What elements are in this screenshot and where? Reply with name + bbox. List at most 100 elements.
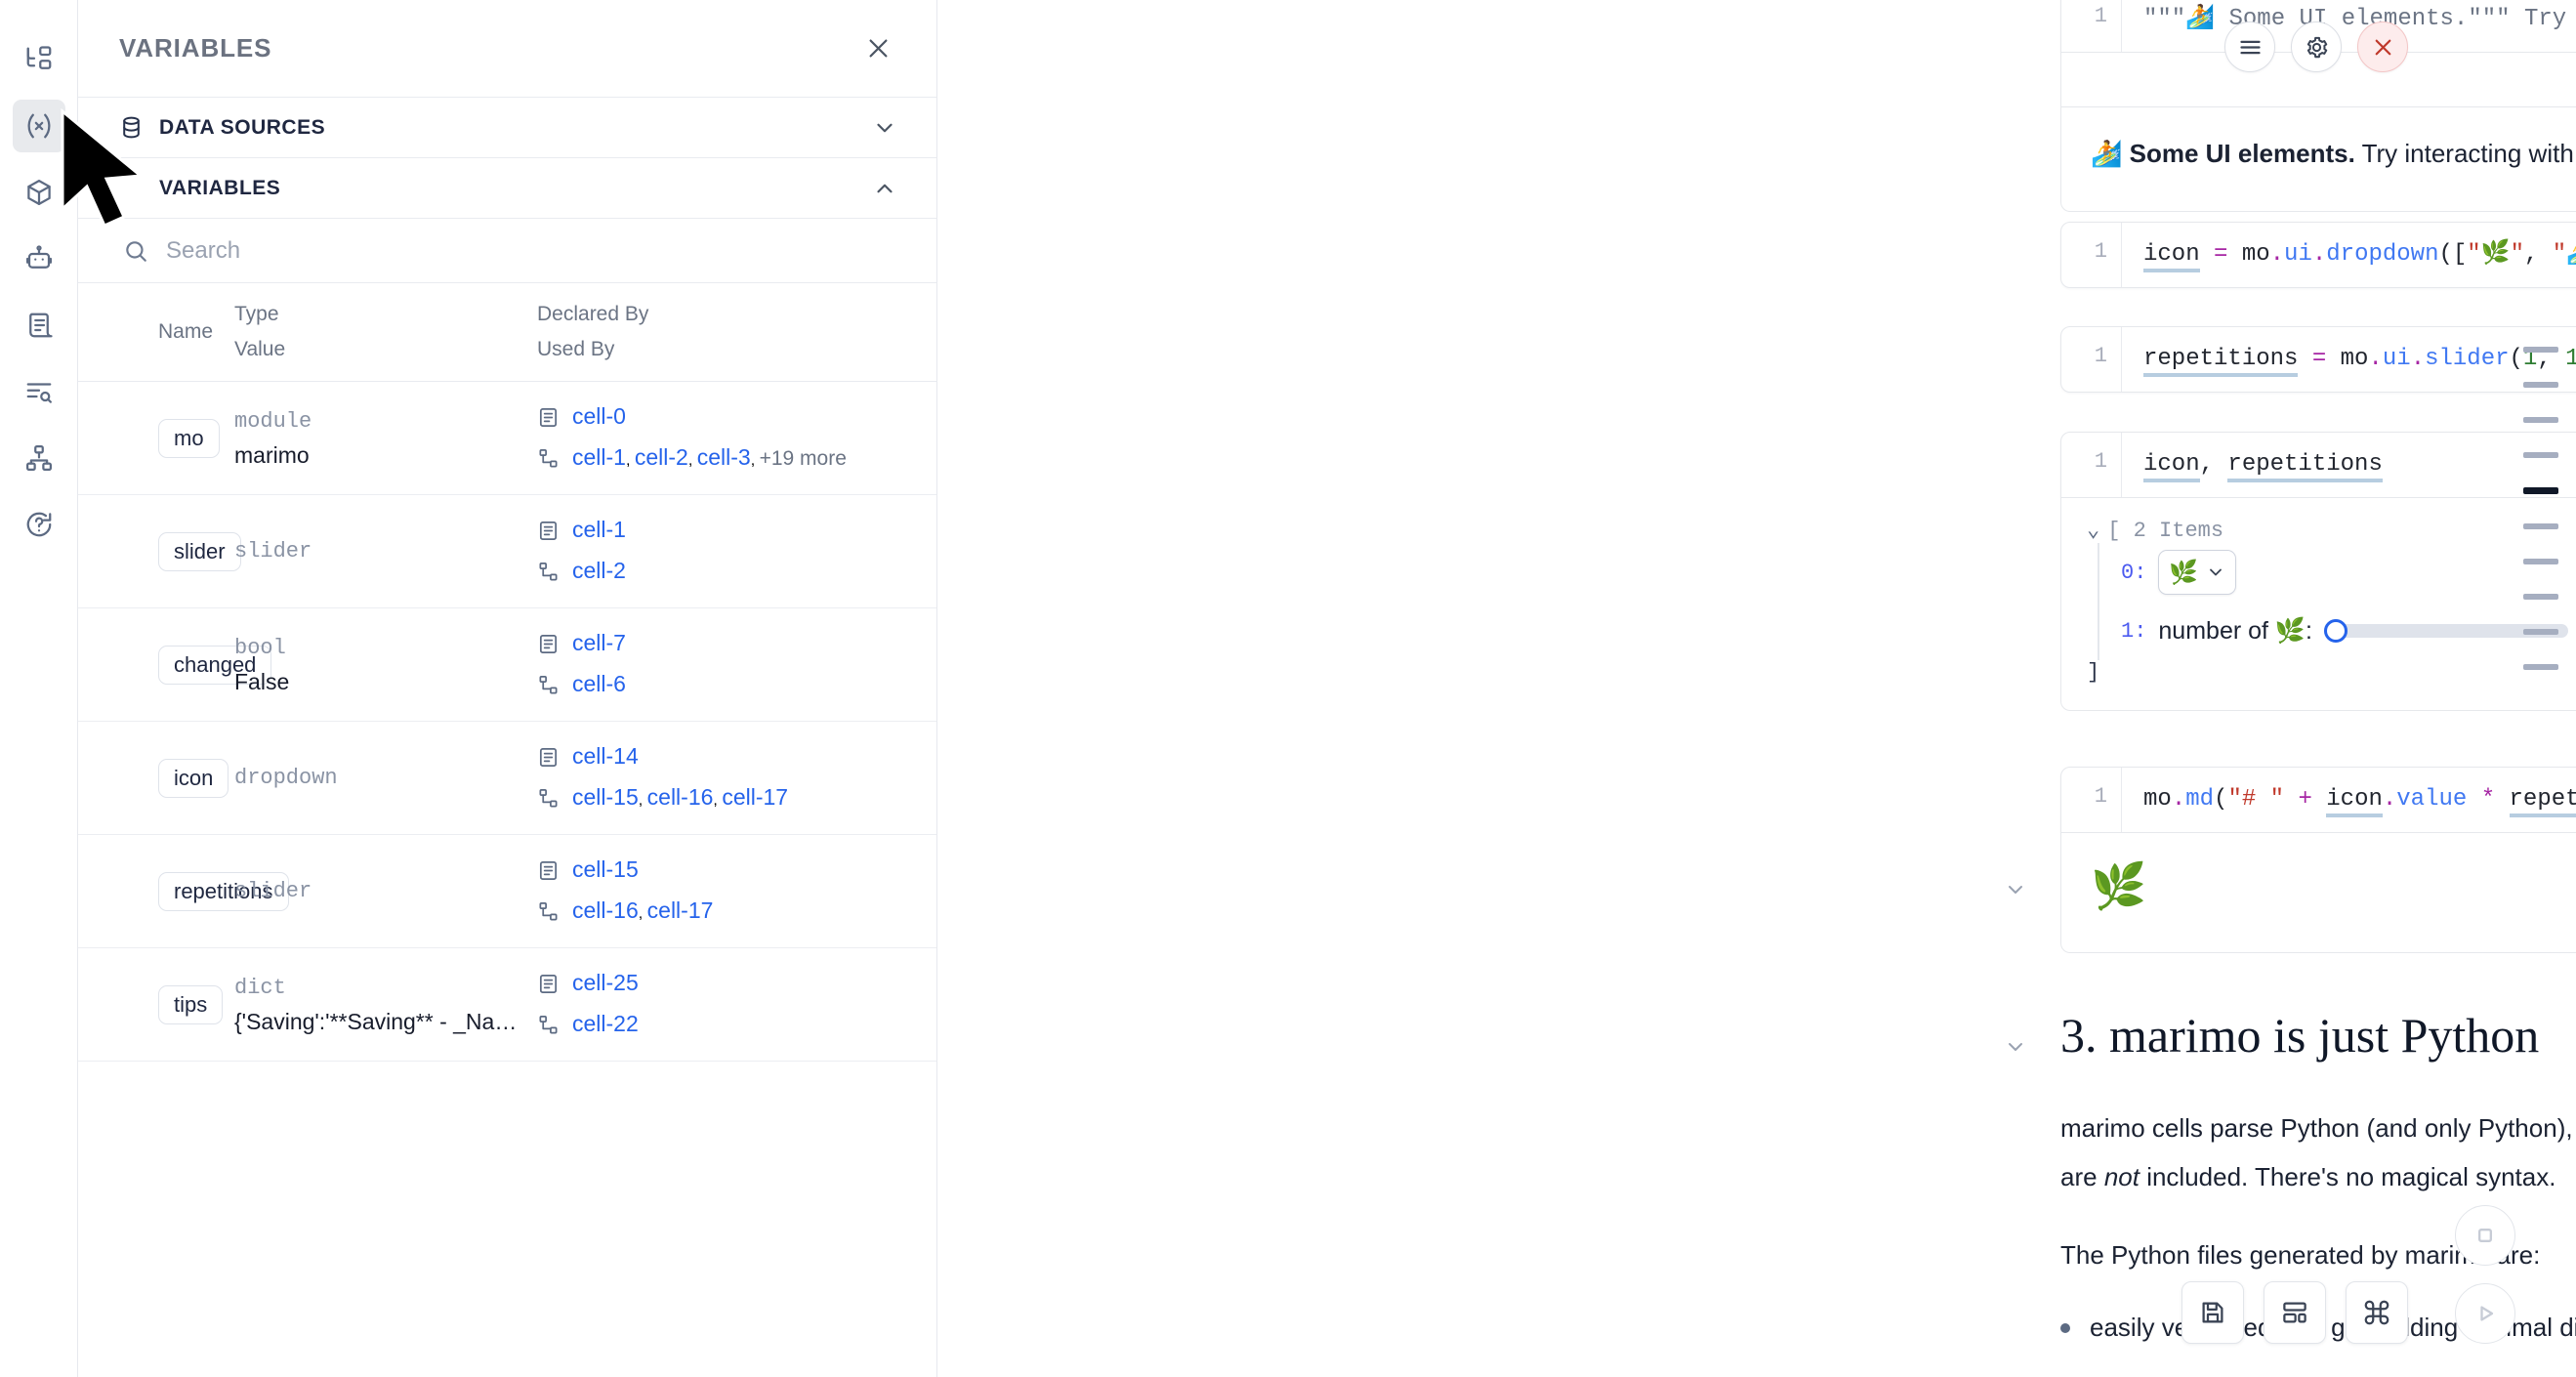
cell-menu-button[interactable] <box>2224 21 2275 72</box>
cell-controls <box>2224 21 2408 72</box>
code-editor[interactable]: 1 icon = mo.ui.dropdown(["🌿", "🏄", "✨"],… <box>2060 222 2576 288</box>
markdown-bold: Some UI elements. <box>2129 139 2355 168</box>
cell-link[interactable]: cell-2 <box>634 443 688 470</box>
layout-button[interactable] <box>2264 1281 2326 1344</box>
section-variables[interactable]: VARIABLES <box>78 158 936 219</box>
variable-name-chip[interactable]: changed <box>158 645 272 685</box>
minimap-bar[interactable] <box>2523 487 2558 494</box>
cell-link[interactable]: cell-0 <box>572 402 626 429</box>
chevron-down-icon[interactable] <box>1998 1029 2033 1064</box>
code-text: repetitions = mo.ui.slider(1, 16, label=… <box>2122 327 2576 392</box>
variable-name-chip[interactable]: icon <box>158 758 229 798</box>
variable-value: {'Saving':'**Saving** - _Na… <box>234 1008 518 1034</box>
slider-label: number of 🌿: <box>2158 616 2312 645</box>
dropdown-value: 🌿 <box>2169 559 2199 586</box>
minimap[interactable] <box>2523 347 2558 670</box>
section-data-sources[interactable]: DATA SOURCES <box>78 98 936 158</box>
sidebar-item-file-explorer[interactable] <box>13 33 65 86</box>
sidebar-item-help[interactable] <box>13 498 65 551</box>
repetitions-slider[interactable] <box>2324 619 2568 643</box>
minimap-bar[interactable] <box>2523 664 2558 670</box>
close-icon[interactable] <box>858 29 897 68</box>
declared-by-line: cell-15 <box>537 851 921 892</box>
minimap-bar[interactable] <box>2523 559 2558 564</box>
cell-link[interactable]: cell-15 <box>572 783 639 810</box>
sidebar-item-outline[interactable] <box>13 365 65 418</box>
cell-link[interactable]: cell-7 <box>572 629 626 655</box>
variable-name-chip[interactable]: tips <box>158 984 224 1024</box>
tree-items: 0: 🌿 1: number of 🌿: <box>2098 543 2576 660</box>
used-by-more[interactable]: +19 more <box>759 446 847 470</box>
command-palette-button[interactable] <box>2346 1281 2408 1344</box>
declared-by-line: cell-14 <box>537 737 921 778</box>
used-by-line: cell-22 <box>537 1005 921 1046</box>
cell-link[interactable]: cell-16 <box>646 783 714 810</box>
chevron-up-icon[interactable] <box>872 176 897 201</box>
variable-name-chip[interactable]: repetitions <box>158 871 289 911</box>
minimap-bar[interactable] <box>2523 347 2558 353</box>
chevron-down-icon[interactable]: ⌄ <box>2087 519 2100 543</box>
code-editor[interactable]: 1 repetitions = mo.ui.slider(1, 16, labe… <box>2060 326 2576 393</box>
chevron-down-icon[interactable] <box>872 115 897 141</box>
cell-link[interactable]: cell-3 <box>696 443 751 470</box>
sidebar-item-scratchpad[interactable] <box>13 299 65 352</box>
column-header-name: Name <box>158 320 214 343</box>
code-editor[interactable]: 1 icon, repetitions <box>2060 432 2576 498</box>
sidebar-item-variables[interactable] <box>12 100 65 152</box>
variable-value: False <box>234 668 290 694</box>
declared-by-line: cell-0 <box>537 397 921 438</box>
cell-link[interactable]: cell-15 <box>572 855 639 882</box>
markdown-rest: Try interacting with the below elements. <box>2361 139 2576 168</box>
used-by-icon <box>537 900 560 923</box>
cell-link[interactable]: cell-14 <box>572 742 639 769</box>
cell-link[interactable]: cell-1 <box>572 516 626 542</box>
variable-name-chip[interactable]: mo <box>158 418 220 458</box>
run-button[interactable] <box>2455 1283 2515 1344</box>
minimap-bar[interactable] <box>2523 594 2558 600</box>
cell-link[interactable]: cell-25 <box>572 969 639 995</box>
declared-by-line: cell-25 <box>537 964 921 1005</box>
minimap-bar[interactable] <box>2523 629 2558 635</box>
used-by-line: cell-15, cell-16, cell-17 <box>537 778 921 819</box>
search-input[interactable] <box>166 236 897 265</box>
line-number: 1 <box>2061 433 2122 497</box>
stop-button[interactable] <box>2455 1205 2515 1266</box>
sidebar-item-chat[interactable] <box>13 232 65 285</box>
minimap-bar[interactable] <box>2523 417 2558 423</box>
cell-delete-button[interactable] <box>2357 21 2408 72</box>
column-header-type: Type <box>234 303 279 325</box>
sidebar-item-packages[interactable] <box>13 166 65 219</box>
line-number: 1 <box>2061 223 2122 287</box>
cell-link[interactable]: cell-16 <box>572 897 639 923</box>
minimap-bar[interactable] <box>2523 452 2558 458</box>
code-text: icon = mo.ui.dropdown(["🌿", "🏄", "✨"], v… <box>2122 223 2576 287</box>
sidebar-item-dependency-graph[interactable] <box>13 432 65 484</box>
cell-link[interactable]: cell-2 <box>572 557 626 583</box>
chevron-down-icon[interactable] <box>1998 872 2033 907</box>
cell-link[interactable]: cell-1 <box>572 443 626 470</box>
save-button[interactable] <box>2181 1281 2244 1344</box>
cell-link[interactable]: cell-22 <box>572 1010 639 1036</box>
page-title: VARIABLES <box>119 33 272 63</box>
cell-link[interactable]: cell-17 <box>722 783 789 810</box>
code-editor[interactable]: 1 mo.md("# " + icon.value * repetitions.… <box>2060 767 2576 833</box>
used-by-icon <box>537 787 560 810</box>
slider-knob[interactable] <box>2324 619 2347 643</box>
herb-emoji-icon: 🌿 <box>2091 860 2147 911</box>
cell-link[interactable]: cell-6 <box>572 670 626 696</box>
minimap-bar[interactable] <box>2523 382 2558 388</box>
icon-rail <box>0 0 78 1377</box>
minimap-bar[interactable] <box>2523 523 2558 529</box>
variable-type: module <box>234 408 312 434</box>
cell-output: ⌄ [ 2 Items 0: 🌿 <box>2060 498 2576 711</box>
variable-name-chip[interactable]: slider <box>158 531 241 571</box>
cell-link[interactable]: cell-17 <box>646 897 714 923</box>
icon-dropdown[interactable]: 🌿 <box>2158 550 2237 595</box>
cell-settings-button[interactable] <box>2291 21 2342 72</box>
